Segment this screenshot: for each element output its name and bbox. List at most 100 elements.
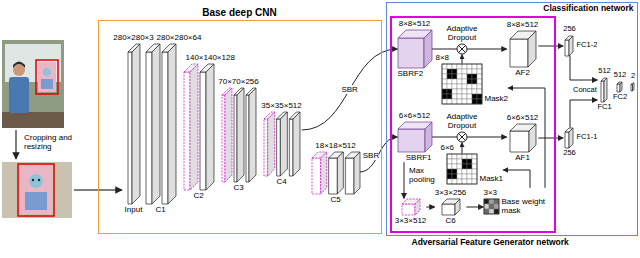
mask-cell xyxy=(447,94,452,99)
mask-cell xyxy=(452,159,457,164)
slab-face xyxy=(604,78,607,102)
annotation: Cropping and resizing xyxy=(24,133,74,151)
node-label: C4 xyxy=(276,177,286,186)
mask-cell xyxy=(447,179,452,184)
mask-cell xyxy=(472,74,477,79)
node-label: FC1-1 xyxy=(576,133,597,142)
mask-cell xyxy=(477,94,482,99)
mask-cell xyxy=(467,99,472,104)
slab-face xyxy=(237,88,244,182)
mask-cell xyxy=(442,64,447,69)
slab-face xyxy=(425,122,432,152)
block-drawing xyxy=(510,124,536,152)
node-label: 512 xyxy=(614,71,627,80)
mask-cell xyxy=(472,99,477,104)
slab-face xyxy=(569,36,573,56)
node-label: 3×3×256 xyxy=(435,188,467,197)
slab-face xyxy=(152,44,160,204)
slab-face xyxy=(264,119,268,176)
fc-layer: 256FC1-1 xyxy=(563,128,597,158)
mask-cell xyxy=(462,64,467,69)
connector xyxy=(570,56,597,81)
cnn-region: Base deep CNN280×280×3Input280×280×64C11… xyxy=(98,20,382,234)
mask-cell xyxy=(447,99,452,104)
slab xyxy=(510,31,536,67)
slab-face xyxy=(337,152,343,194)
node-label: 70×70×256 xyxy=(218,77,259,86)
block-drawing xyxy=(510,31,536,67)
classification-region: Classification networkAdversarial Featur… xyxy=(386,2,638,236)
mask-cell xyxy=(462,164,467,169)
node-label: 8×8×512 xyxy=(399,19,431,28)
region-heading: Classification network xyxy=(543,4,633,14)
slab xyxy=(234,88,244,182)
feature-block: 6×6×512SBRF1 xyxy=(398,111,432,162)
slab-face xyxy=(617,84,620,92)
slab-face xyxy=(320,152,326,194)
mask-cell xyxy=(452,84,457,89)
mask-cell xyxy=(467,74,472,79)
block-drawing xyxy=(442,199,460,215)
mask-cell xyxy=(467,64,472,69)
connector xyxy=(538,46,563,47)
mask-cell xyxy=(462,94,467,99)
feature-block: 8×8×512SBRF2 xyxy=(398,19,432,78)
mask-cell xyxy=(477,74,482,79)
slab xyxy=(328,152,343,194)
slab xyxy=(128,44,140,204)
grid-border xyxy=(447,154,477,184)
block-drawing xyxy=(565,36,573,56)
slab xyxy=(184,64,198,190)
slab xyxy=(200,64,214,190)
node-label: 256 xyxy=(563,149,576,158)
block-drawing xyxy=(402,199,420,215)
mask-cell xyxy=(442,74,447,79)
slab-face xyxy=(222,95,225,182)
mask-cell xyxy=(472,94,477,99)
photo-poster xyxy=(38,62,56,92)
node-label: SBRF2 xyxy=(398,69,424,78)
mask-cell xyxy=(457,154,462,159)
slab-face xyxy=(293,112,300,176)
mask-cell xyxy=(457,94,462,99)
block-drawing xyxy=(601,78,607,102)
mask-cell xyxy=(462,154,467,159)
node-label: SBRF1 xyxy=(406,153,432,162)
slab xyxy=(312,152,327,194)
mask-cell xyxy=(442,84,447,89)
node-label: 8×8×512 xyxy=(507,20,539,29)
mask-cell xyxy=(462,159,467,164)
output-layer: 2 xyxy=(631,72,635,90)
mask-cell xyxy=(477,89,482,94)
slab-face xyxy=(529,124,536,152)
mask-cell xyxy=(447,154,452,159)
mask-cell xyxy=(442,89,447,94)
slab xyxy=(398,122,432,152)
slab-face xyxy=(601,81,604,102)
node-label: 18×18×512 xyxy=(315,141,356,150)
multiply-symbol xyxy=(457,44,467,54)
mask-cell xyxy=(452,79,457,84)
node-label: 280×280×3 xyxy=(113,33,154,42)
connector xyxy=(432,49,507,50)
mask-cell xyxy=(467,89,472,94)
crop-poster-face xyxy=(29,174,43,188)
block-drawing xyxy=(312,152,360,194)
slab xyxy=(510,124,536,152)
mask-cell xyxy=(467,79,472,84)
mask-cell xyxy=(467,174,472,179)
slab-face xyxy=(162,52,168,204)
slab-face xyxy=(354,152,360,194)
node-label: 8×8 xyxy=(436,53,450,62)
detection-box xyxy=(18,164,54,216)
slab-face xyxy=(510,39,528,67)
mask-cell xyxy=(452,174,457,179)
crop-poster-figure xyxy=(25,192,47,210)
node-label: FC2 xyxy=(613,93,627,102)
mask-cell xyxy=(447,84,452,89)
mask-cell xyxy=(467,159,472,164)
mask-cell xyxy=(472,69,477,74)
mask-drawing xyxy=(442,64,482,104)
